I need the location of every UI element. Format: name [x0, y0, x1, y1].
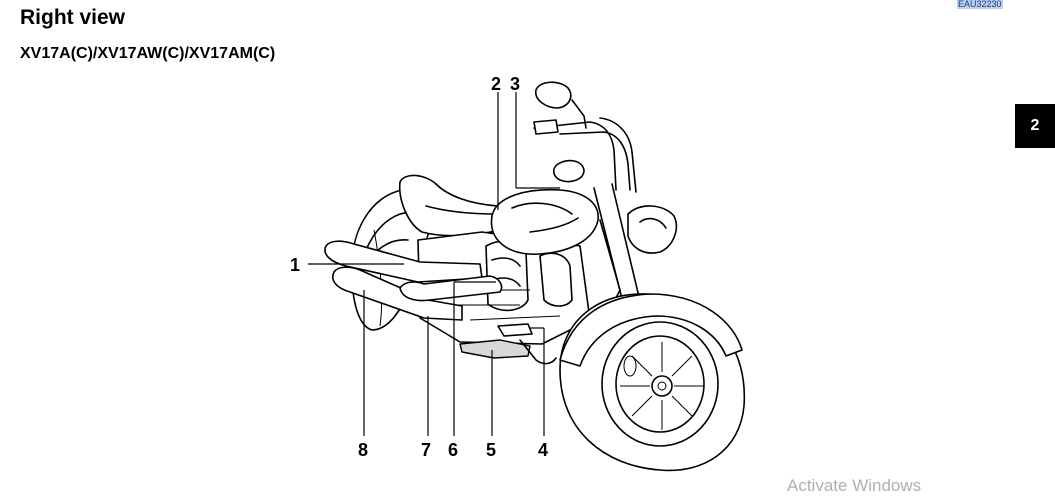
exhaust-pipes [324, 240, 503, 321]
callout-5: 5 [486, 440, 496, 460]
handlebar [533, 81, 637, 193]
chapter-tab[interactable]: 2 [1015, 104, 1055, 148]
fuel-tank [490, 159, 599, 255]
activation-watermark: Activate Windows [787, 476, 922, 495]
callout-4: 4 [538, 440, 548, 460]
page-title: Right view [20, 6, 126, 29]
callout-1: 1 [290, 255, 300, 275]
callout-3: 3 [510, 74, 520, 94]
front-wheel [559, 293, 746, 472]
callout-8: 8 [358, 440, 368, 460]
model-designation: XV17A(C)/XV17AW(C)/XV17AM(C) [20, 45, 276, 62]
callout-leaders [308, 92, 560, 436]
reference-code: EAU32230 [957, 0, 1003, 9]
footboard [459, 323, 557, 365]
callout-7: 7 [421, 440, 431, 460]
callout-2: 2 [491, 74, 501, 94]
seat [398, 174, 501, 237]
callout-6: 6 [448, 440, 458, 460]
